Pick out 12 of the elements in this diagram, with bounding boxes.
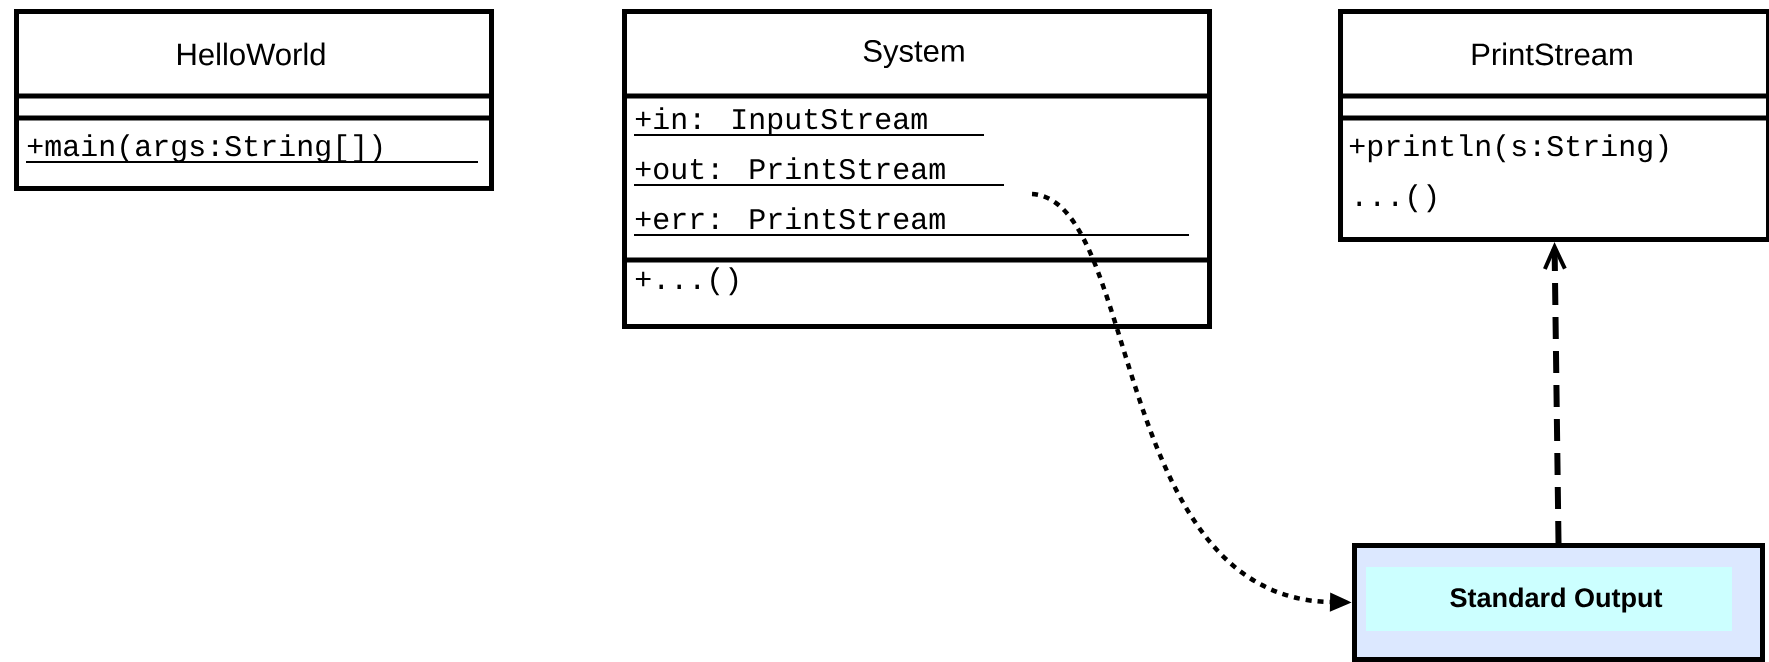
arrow <box>1543 242 1567 544</box>
class-name: HelloWorld <box>178 42 325 66</box>
method-text: +println(s:String) <box>1349 134 1668 163</box>
attribute-text: +in: InputStream <box>633 107 985 136</box>
method-text: +...() <box>635 267 738 296</box>
box-label: Standard Output <box>1450 587 1663 613</box>
attribute-text: +err: PrintStream <box>633 207 1190 236</box>
class-name: PrintStream <box>1472 42 1632 66</box>
attribute-text: +out: PrintStream <box>633 157 1005 186</box>
method-text: ...() <box>1357 184 1436 213</box>
method-text: +main(args:String[]) <box>25 134 479 163</box>
class-name: System <box>863 39 964 69</box>
